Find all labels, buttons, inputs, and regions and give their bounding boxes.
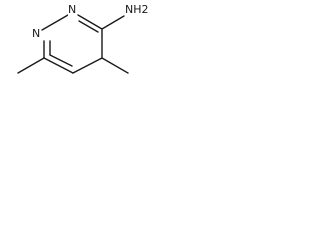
amine-group-label: NH2 (125, 3, 149, 16)
bond-n1-n2 (41, 14, 69, 31)
bond-c3-amine (101, 15, 125, 30)
bond-c4-methyl (101, 57, 129, 74)
bond-n2-c3-outer (77, 14, 103, 30)
bond-c6-methyl (17, 57, 45, 74)
ring-nitrogen-left-label: N (32, 27, 41, 40)
bond-n2-c3-inner (78, 20, 99, 33)
structure-diagram (17, 14, 129, 74)
ring-nitrogen-top-label: N (68, 3, 77, 16)
bond-c4-c5 (72, 57, 103, 74)
bond-c5-c6-outer (43, 57, 74, 74)
bond-c5-c6-inner (49, 54, 73, 67)
